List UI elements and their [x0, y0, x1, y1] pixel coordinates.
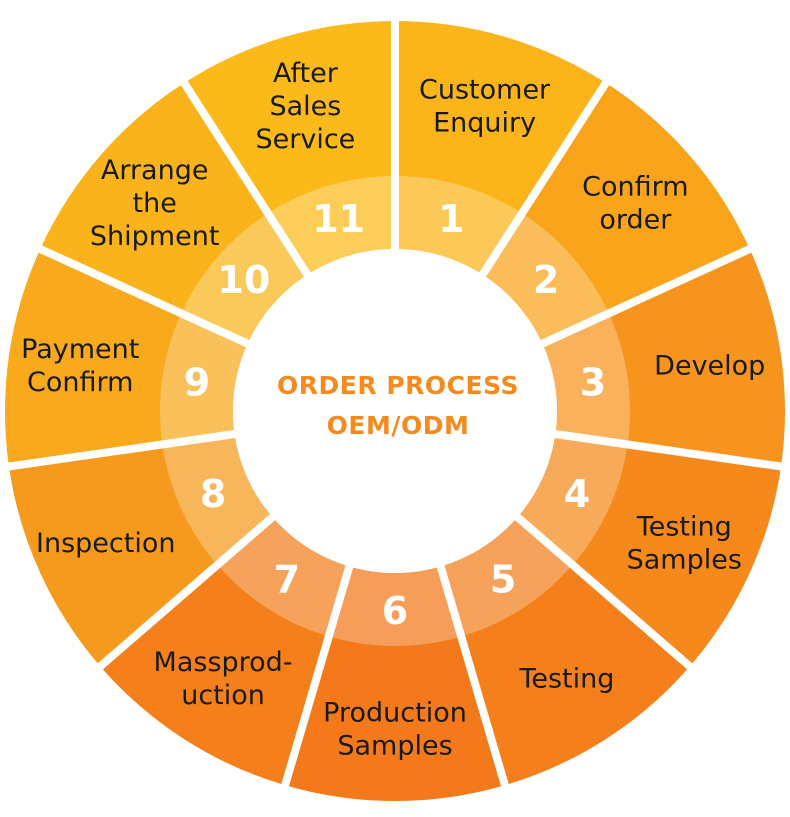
step-label-line: uction [181, 680, 265, 711]
ring-step-11 [267, 176, 395, 275]
step-label-line: Develop [654, 351, 765, 382]
step-label-7: Massprod-uction [154, 647, 293, 711]
ring-step-4 [517, 434, 628, 565]
step-number-4: 4 [564, 472, 590, 516]
ring-step-8 [162, 434, 273, 565]
step-label-line: Sales [269, 91, 341, 122]
center-title-line2: OEM/ODM [327, 411, 470, 440]
step-label-line: Inspection [36, 528, 175, 559]
step-number-2: 2 [533, 258, 559, 302]
divider-line [4, 429, 238, 472]
segment-step-5 [440, 517, 690, 786]
step-label-line: Testing [518, 664, 614, 695]
ring-step-7 [217, 517, 350, 637]
step-label-line: the [133, 188, 177, 219]
step-label-line: Arrange [101, 155, 209, 186]
step-numbers: 1 2 3 4 5 6 7 8 9 10 11 [184, 197, 606, 633]
divider-line [178, 77, 312, 279]
step-label-line: Samples [627, 545, 742, 576]
step-number-5: 5 [490, 557, 516, 601]
step-number-9: 9 [184, 361, 210, 405]
step-label-line: order [599, 204, 672, 235]
step-label-line: Massprod- [154, 647, 293, 678]
segment-step-9 [4, 248, 248, 467]
divider-line [280, 563, 354, 791]
step-label-line: Confirm [582, 171, 688, 202]
segment-step-7 [100, 517, 350, 786]
step-number-11: 11 [312, 197, 365, 241]
step-label-line: Customer [419, 74, 551, 105]
step-label-line: After [273, 58, 339, 89]
step-label-line: Testing [636, 512, 732, 543]
step-label-line: Samples [337, 731, 452, 762]
segment-dividers [4, 17, 786, 791]
divider-line [513, 512, 696, 673]
ring-step-6 [328, 566, 462, 647]
step-label-5: Testing [518, 664, 614, 695]
divider-line [436, 563, 510, 791]
ring-step-1 [395, 176, 523, 275]
divider-line [478, 77, 612, 279]
step-label-line: Confirm [27, 367, 133, 398]
segment-step-8 [8, 434, 273, 667]
step-label-3: Develop [654, 351, 765, 382]
segment-step-1 [395, 21, 606, 275]
ring-step-9 [160, 313, 248, 445]
divider-line [34, 243, 252, 349]
ring-step-3 [542, 313, 630, 445]
inner-ring [160, 176, 630, 647]
step-label-line: Service [256, 124, 356, 155]
center-circle [233, 249, 557, 573]
step-label-line: Shipment [90, 221, 220, 252]
ring-step-5 [440, 517, 573, 637]
center-title-line1: ORDER PROCESS [277, 371, 519, 400]
ring-step-10 [181, 213, 308, 344]
step-number-8: 8 [200, 472, 226, 516]
segment-step-6 [285, 566, 505, 802]
divider-line [94, 512, 277, 673]
divider-line [538, 243, 756, 349]
step-label-line: Payment [21, 334, 139, 365]
step-label-line: Production [323, 698, 467, 729]
step-number-3: 3 [580, 361, 606, 405]
divider-line [552, 429, 786, 472]
segment-step-11 [184, 20, 395, 275]
wheel-segments [4, 20, 785, 802]
ring-step-2 [482, 213, 609, 344]
step-number-10: 10 [217, 258, 270, 302]
step-label-line: Enquiry [433, 107, 536, 138]
step-number-6: 6 [382, 589, 408, 633]
step-number-7: 7 [274, 557, 300, 601]
segment-step-3 [542, 248, 785, 467]
step-number-1: 1 [438, 197, 464, 241]
step-label-8: Inspection [36, 528, 175, 559]
segment-step-4 [517, 434, 782, 667]
